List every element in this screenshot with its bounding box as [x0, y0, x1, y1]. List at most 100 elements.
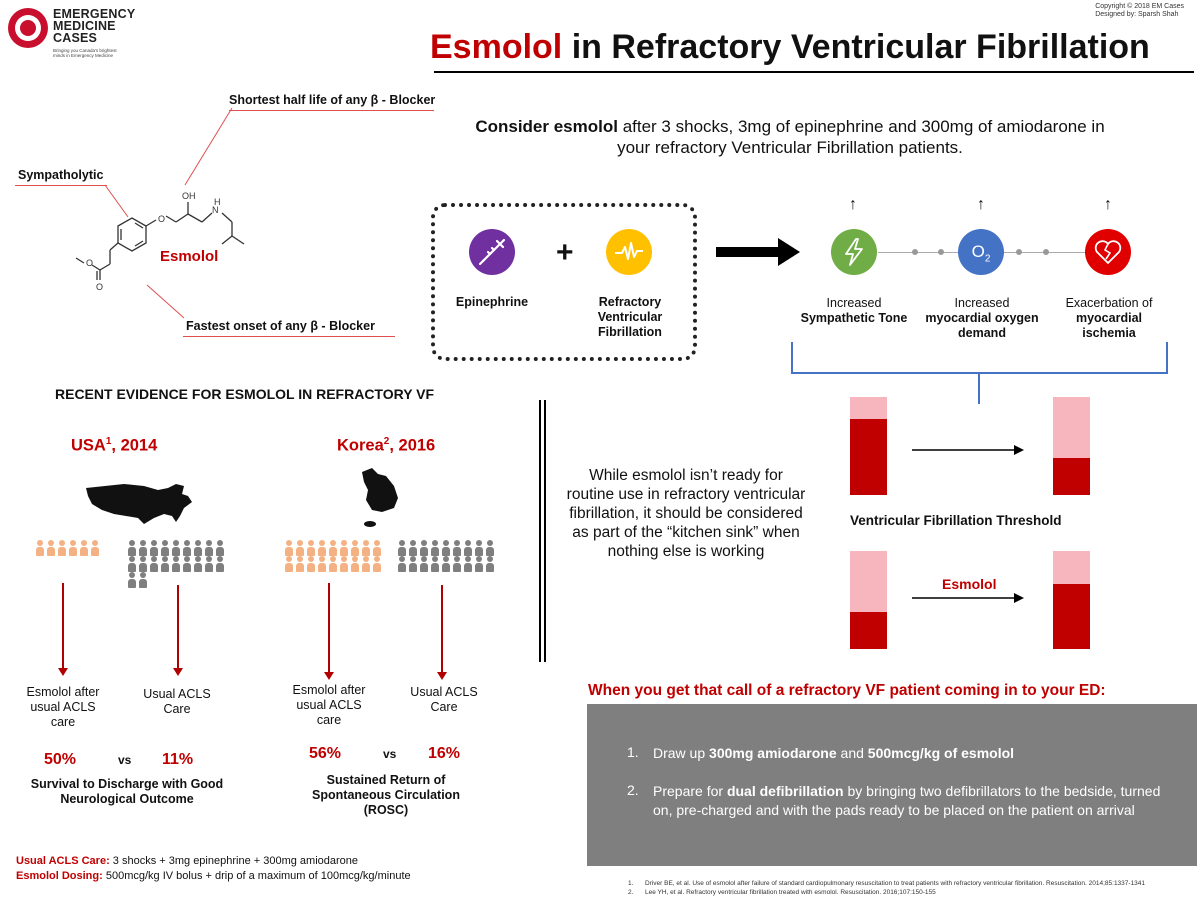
increase-arrow-1: ↑ [849, 196, 857, 213]
title-drug: Esmolol [430, 28, 563, 66]
person-icon [150, 540, 158, 556]
causes-box [431, 203, 697, 361]
callout-bottom: Fastest onset of any β - Blocker [186, 319, 375, 333]
person-icon [398, 556, 406, 572]
threshold-bar-top-before-fill [850, 419, 887, 495]
reference-1: 1.Driver BE, et al. Use of esmolol after… [628, 880, 1146, 887]
people-usual-usa [128, 540, 233, 588]
person-icon [47, 540, 55, 556]
step-1-number: 1. [627, 744, 639, 760]
study-korea-heading: Korea2, 2016 [337, 436, 436, 455]
person-icon [373, 556, 381, 572]
broken-heart-icon [1085, 229, 1131, 275]
page-title: Esmolol in Refractory Ventricular Fibril… [430, 28, 1150, 67]
dosing-footnote: Esmolol Dosing: 500mcg/kg IV bolus + dri… [16, 870, 411, 882]
person-icon [442, 540, 450, 556]
person-icon [464, 556, 472, 572]
step-2-text: Prepare for dual defibrillation by bring… [653, 783, 1161, 818]
ester-oxygen: O [86, 258, 93, 268]
lightning-icon [831, 229, 877, 275]
kitchen-sink-statement: While esmolol isn’t ready for routine us… [566, 467, 806, 560]
acls-footnote: Usual ACLS Care: 3 shocks + 3mg epinephr… [16, 855, 359, 867]
callout-line-left [104, 184, 129, 218]
references: 1.Driver BE, et al. Use of esmolol after… [628, 879, 1145, 897]
consider-rest: after 3 shocks, 3mg of epinephrine and 3… [617, 117, 1105, 157]
person-icon [91, 540, 99, 556]
logo-tagline: Bringing you Canada's brightest minds in… [53, 48, 117, 58]
consider-bold: Consider esmolol [475, 117, 618, 136]
carbonyl-oxygen: O [96, 282, 103, 292]
action-heading: When you get that call of a refractory V… [588, 682, 1106, 699]
korea-usual-group: Usual ACLS Care [410, 685, 478, 714]
person-icon [205, 556, 213, 572]
logo-line-2: MEDICINE [53, 19, 116, 33]
person-icon [172, 540, 180, 556]
person-icon [161, 556, 169, 572]
threshold-bar-top-after-fill [1053, 458, 1090, 495]
evidence-title: RECENT EVIDENCE FOR ESMOLOL IN REFRACTOR… [55, 386, 435, 402]
increase-arrow-2: ↑ [977, 196, 985, 213]
bracket-stem [978, 372, 980, 404]
person-icon [216, 540, 224, 556]
person-icon [194, 540, 202, 556]
person-icon [431, 540, 439, 556]
big-right-arrow-icon [716, 238, 800, 266]
person-icon [194, 556, 202, 572]
person-icon [420, 556, 428, 572]
person-icon [296, 556, 304, 572]
callout-left: Sympatholytic [18, 168, 104, 182]
korea-map-icon [362, 468, 398, 527]
threshold-arrow-bottom [912, 593, 1024, 603]
usa-esmolol-pct: 50% [44, 751, 77, 768]
logo-line-3: CASES [53, 31, 98, 45]
nitrogen-label: N [212, 205, 219, 215]
designer-text: Designed by: Sparsh Shah [1095, 11, 1179, 18]
person-icon [409, 540, 417, 556]
korea-esmolol-group: Esmolol after usual ACLS care [292, 683, 366, 727]
person-icon [307, 556, 315, 572]
usa-outcome: Survival to Discharge with Good Neurolog… [30, 777, 224, 806]
section-divider [539, 400, 541, 662]
person-icon [36, 540, 44, 556]
person-icon [329, 556, 337, 572]
consider-statement: Consider esmolol after 3 shocks, 3mg of … [470, 116, 1110, 158]
person-icon [285, 540, 293, 556]
person-icon [216, 556, 224, 572]
effects-bracket [791, 342, 1168, 374]
person-icon [486, 556, 494, 572]
person-icon [475, 540, 483, 556]
esmolol-structure-diagram: O OH N H O O [75, 107, 245, 319]
copyright-text: Copyright © 2018 EM Cases [1095, 3, 1184, 10]
usa-esmolol-group: Esmolol after usual ACLS care [26, 685, 100, 729]
callout-top: Shortest half life of any β - Blocker [229, 93, 436, 107]
usa-vs: vs [118, 753, 132, 767]
study-usa-heading: USA1, 2014 [71, 436, 158, 455]
usa-usual-pct: 11% [162, 751, 194, 768]
person-icon [351, 556, 359, 572]
person-icon [139, 540, 147, 556]
person-icon [409, 556, 417, 572]
people-esmolol-usa [36, 540, 106, 556]
person-icon [183, 556, 191, 572]
usa-map-icon [86, 484, 192, 524]
person-icon [398, 540, 406, 556]
usa-usual-group: Usual ACLS Care [143, 687, 211, 716]
person-icon [464, 540, 472, 556]
threshold-bar-bottom-before-fill [850, 612, 887, 649]
person-icon [307, 540, 315, 556]
korea-esmolol-pct: 56% [309, 745, 342, 762]
ether-oxygen: O [158, 214, 165, 224]
person-icon [128, 572, 136, 588]
person-icon [453, 540, 461, 556]
person-icon [183, 540, 191, 556]
person-icon [453, 556, 461, 572]
person-icon [128, 540, 136, 556]
korea-vs: vs [383, 747, 397, 761]
person-icon [351, 540, 359, 556]
person-icon [58, 540, 66, 556]
person-icon [205, 540, 213, 556]
credits: Copyright © 2018 EM Cases Designed by: S… [1095, 3, 1184, 19]
benzene-ring [75, 202, 245, 280]
